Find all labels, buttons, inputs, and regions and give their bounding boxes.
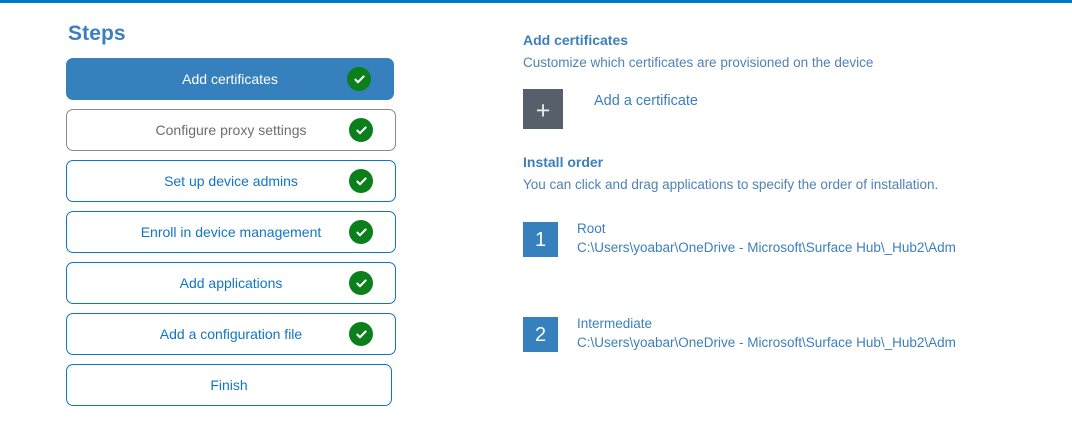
install-order-item[interactable]: 1 Root C:\Users\yoabar\OneDrive - Micros…	[523, 220, 1018, 257]
step-label: Add applications	[179, 275, 283, 291]
order-item-name: Intermediate	[577, 316, 653, 331]
install-order-heading: Install order	[523, 154, 604, 170]
step-item-set-up-device-admins[interactable]: Set up device admins	[66, 160, 396, 202]
install-order-item[interactable]: 2 Intermediate C:\Users\yoabar\OneDrive …	[523, 315, 1018, 352]
step-item-add-applications[interactable]: Add applications	[66, 262, 396, 304]
check-circle-icon	[349, 118, 373, 142]
step-item-add-certificates[interactable]: Add certificates	[66, 58, 394, 100]
detail-heading: Add certificates	[523, 32, 629, 48]
order-number-badge: 1	[523, 222, 558, 257]
order-item-text: Root C:\Users\yoabar\OneDrive - Microsof…	[577, 220, 956, 257]
step-list: Add certificates Configure proxy setting…	[66, 58, 411, 406]
step-label: Add a configuration file	[159, 326, 303, 342]
check-circle-icon	[349, 169, 373, 193]
detail-subheading: Customize which certificates are provisi…	[523, 55, 874, 70]
step-item-finish[interactable]: Finish	[66, 364, 392, 406]
step-label: Set up device admins	[164, 173, 298, 189]
check-circle-icon	[347, 67, 371, 91]
check-circle-icon	[349, 271, 373, 295]
step-label: Enroll in device management	[140, 224, 322, 240]
step-item-add-a-configuration-file[interactable]: Add a configuration file	[66, 313, 396, 355]
top-accent-rule	[0, 0, 1072, 3]
step-item-configure-proxy-settings[interactable]: Configure proxy settings	[66, 109, 396, 151]
install-order-list: 1 Root C:\Users\yoabar\OneDrive - Micros…	[523, 220, 1043, 352]
add-certificate-label: Add a certificate	[594, 93, 698, 109]
steps-heading: Steps	[68, 22, 126, 45]
order-item-name: Root	[577, 221, 606, 236]
detail-pane: Add certificates Customize which certifi…	[523, 31, 1043, 352]
step-label: Add certificates	[182, 71, 278, 87]
steps-pane: Steps Add certificates Configure proxy s…	[66, 22, 411, 406]
check-circle-icon	[349, 220, 373, 244]
order-number-badge: 2	[523, 317, 558, 352]
add-certificate-button[interactable]: + Add a certificate	[523, 89, 743, 129]
step-item-enroll-in-device-management[interactable]: Enroll in device management	[66, 211, 396, 253]
step-label: Configure proxy settings	[155, 122, 307, 138]
install-order-subheading: You can click and drag applications to s…	[523, 177, 939, 192]
step-label: Finish	[210, 377, 248, 393]
order-item-text: Intermediate C:\Users\yoabar\OneDrive - …	[577, 315, 956, 352]
plus-icon: +	[523, 89, 563, 129]
order-item-path: C:\Users\yoabar\OneDrive - Microsoft\Sur…	[577, 240, 956, 255]
check-circle-icon	[349, 322, 373, 346]
plus-glyph: +	[535, 96, 551, 125]
order-item-path: C:\Users\yoabar\OneDrive - Microsoft\Sur…	[577, 335, 956, 350]
install-order-section: Install order You can click and drag app…	[523, 153, 1043, 352]
